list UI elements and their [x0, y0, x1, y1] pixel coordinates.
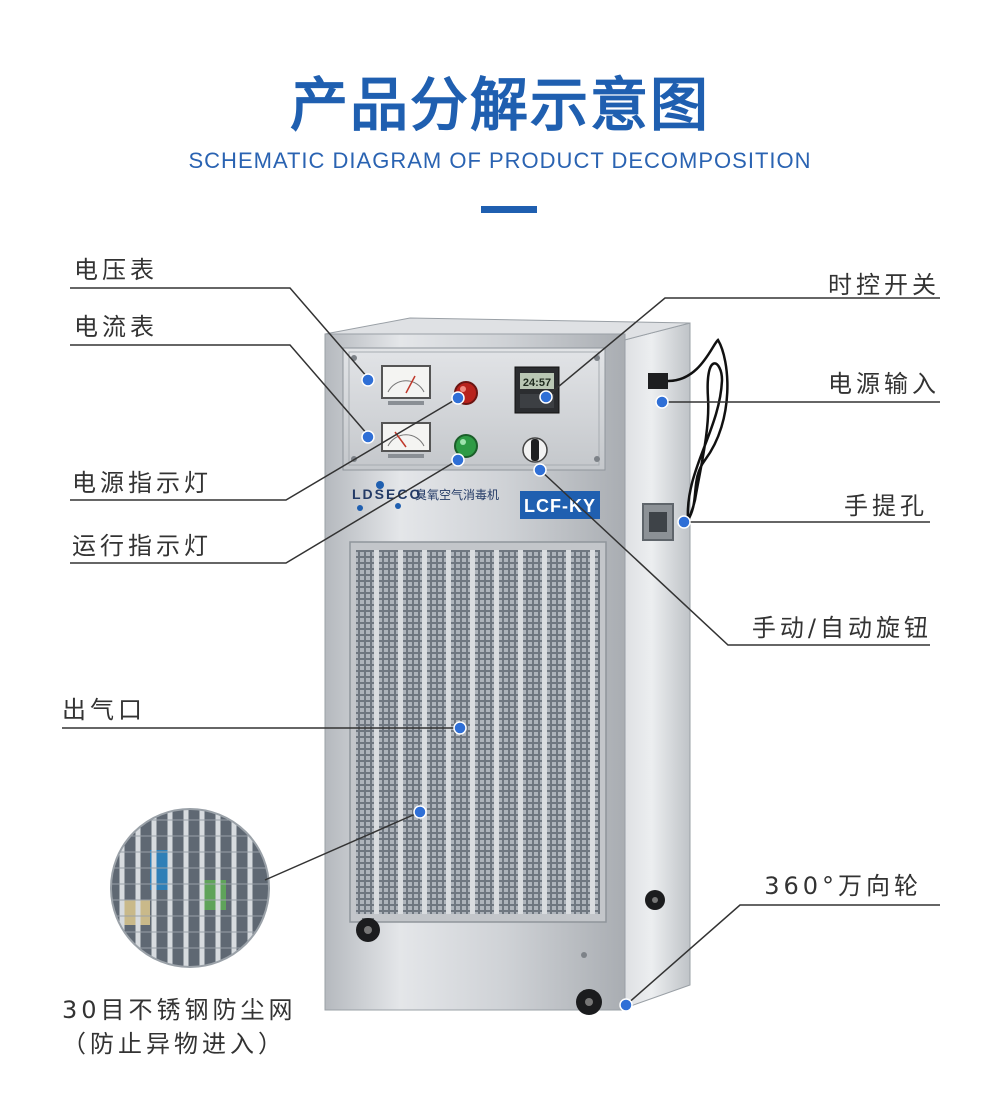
voltmeter-gauge: [381, 365, 431, 405]
marker-timer: [539, 390, 553, 404]
power-cord: [667, 338, 729, 525]
marker-power-indicator: [451, 391, 465, 405]
model-text: LCF-KY: [524, 496, 596, 516]
marker-run-indicator: [451, 453, 465, 467]
page-subtitle: SCHEMATIC DIAGRAM OF PRODUCT DECOMPOSITI…: [188, 148, 812, 173]
leader-voltmeter: [70, 287, 369, 379]
run-indicator-lamp: [454, 434, 478, 458]
title-underline: [481, 206, 537, 213]
label-mesh-line2: （防止异物进入）: [62, 1030, 286, 1058]
label-ammeter: 电流表: [74, 313, 158, 341]
label-air-outlet: 出气口: [62, 696, 146, 724]
marker-knob: [533, 463, 547, 477]
label-timer-switch: 时控开关: [828, 271, 940, 299]
label-manual-auto-knob: 手动/自动旋钮: [751, 614, 932, 642]
leader-ammeter: [70, 344, 369, 436]
label-power-input: 电源输入: [828, 370, 940, 398]
label-caster: 360°万向轮: [764, 872, 922, 900]
grille-mesh: [356, 550, 600, 914]
page-title: 产品分解示意图: [289, 71, 710, 139]
grille-bars: [374, 550, 595, 914]
label-mesh-line1: 30目不锈钢防尘网: [62, 996, 297, 1024]
caster-back-right: [645, 890, 665, 910]
label-voltmeter: 电压表: [74, 256, 158, 284]
brand-name: LDSECO: [352, 486, 422, 502]
timer-switch-unit: [514, 366, 560, 414]
caster-front-right: [576, 989, 602, 1015]
marker-handle: [677, 515, 691, 529]
ammeter-gauge: [381, 422, 431, 458]
caster-front-left: [356, 918, 380, 942]
marker-mesh: [413, 805, 427, 819]
manual-auto-knob-unit: [522, 437, 548, 463]
marker-voltmeter: [361, 373, 375, 387]
leader-run-indicator: [70, 459, 459, 564]
leader-power-indicator: [70, 397, 459, 501]
label-power-indicator: 电源指示灯: [72, 469, 212, 497]
power-socket: [648, 373, 668, 389]
marker-air-outlet: [453, 721, 467, 735]
leader-timer: [545, 297, 940, 398]
marker-power-input: [655, 395, 669, 409]
mesh-closeup: [110, 808, 270, 968]
product-name: 臭氧空气消毒机: [415, 487, 499, 502]
timer-display: 24:57: [523, 377, 551, 389]
marker-ammeter: [361, 430, 375, 444]
label-handle: 手提孔: [844, 492, 928, 520]
leader-caster: [625, 904, 940, 1006]
leader-knob: [539, 469, 930, 646]
marker-caster: [619, 998, 633, 1012]
brand-logo-mark: [357, 481, 401, 511]
label-run-indicator: 运行指示灯: [72, 532, 212, 560]
leader-mesh: [264, 811, 421, 881]
